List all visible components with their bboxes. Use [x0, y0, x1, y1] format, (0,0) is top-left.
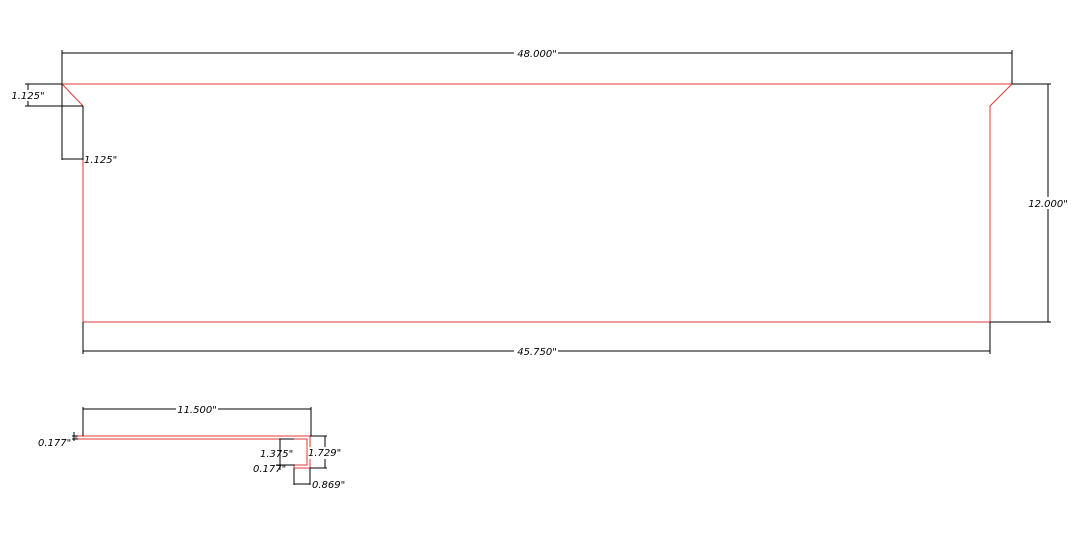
dim-overall-width-label: 48.000"	[517, 49, 557, 60]
dim-profile-thickness-label: 0.177"	[38, 438, 71, 449]
dim-profile-inner-leg-label: 1.375"	[260, 449, 293, 460]
dim-profile-small-thickness-label: 0.177"	[253, 464, 286, 475]
dim-chamfer-vertical-label: 1.125"	[11, 91, 44, 102]
dim-chamfer-horizontal	[61, 84, 84, 160]
dim-chamfer-horizontal-label: 1.125"	[84, 155, 117, 166]
top-part-outline	[60, 83, 1014, 323]
dim-profile-length-label: 11.500"	[177, 405, 217, 416]
dim-bottom-width-label: 45.750"	[517, 347, 557, 358]
dim-height-label: 12.000"	[1028, 199, 1068, 210]
dim-profile-small-thickness	[276, 462, 295, 470]
dim-profile-thickness	[72, 432, 78, 441]
dim-profile-return	[293, 468, 311, 485]
dim-profile-outer-leg-label: 1.729"	[308, 448, 341, 459]
dim-profile-return-label: 0.869"	[312, 480, 345, 491]
